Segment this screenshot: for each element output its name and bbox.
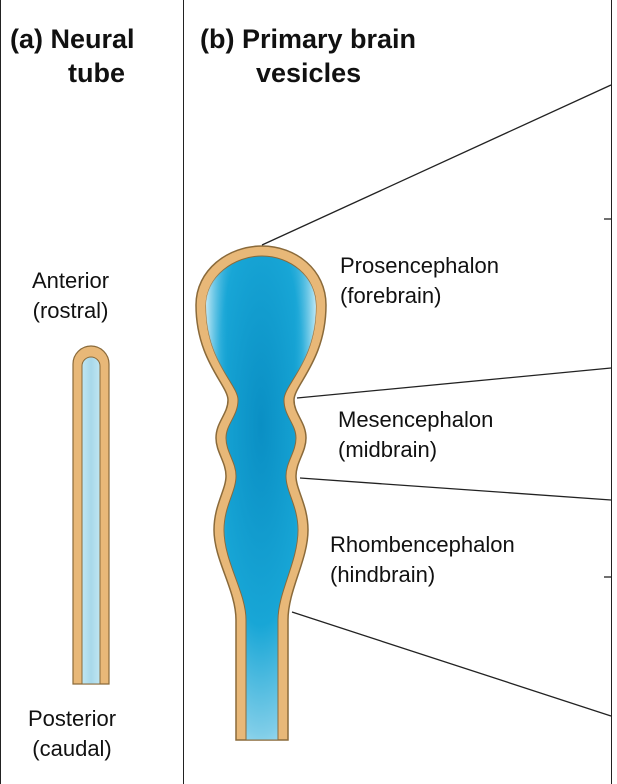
posterior-label-line1: Posterior bbox=[28, 706, 117, 731]
panel-a-heading: (a) Neural tube bbox=[10, 22, 180, 90]
mesencephalon-label: Mesencephalon (midbrain) bbox=[338, 405, 493, 465]
prosencephalon-common: (forebrain) bbox=[340, 283, 442, 308]
left-border bbox=[0, 0, 1, 784]
panel-b-heading-line2: vesicles bbox=[256, 58, 362, 88]
projection-line-midbrain-bottom bbox=[299, 477, 612, 501]
neural-tube bbox=[72, 345, 110, 685]
mesencephalon-name: Mesencephalon bbox=[338, 407, 494, 432]
panel-divider-a-b bbox=[183, 0, 184, 784]
divider-ticks bbox=[604, 218, 611, 578]
prosencephalon-label: Prosencephalon (forebrain) bbox=[340, 251, 499, 311]
vesicle-lumen-highlight bbox=[206, 256, 316, 740]
panel-a-heading-line2: tube bbox=[68, 58, 125, 88]
prosencephalon-name: Prosencephalon bbox=[340, 253, 500, 278]
panel-b-heading-line1: (b) Primary brain bbox=[200, 24, 417, 54]
panel-divider-b-c bbox=[611, 0, 612, 784]
posterior-label: Posterior (caudal) bbox=[28, 704, 116, 764]
mesencephalon-common: (midbrain) bbox=[338, 437, 438, 462]
anterior-label-line2: (rostral) bbox=[32, 298, 109, 323]
projection-line-forebrain-bottom bbox=[296, 367, 612, 399]
panel-a-heading-line1: (a) Neural bbox=[10, 24, 135, 54]
rhombencephalon-label: Rhombencephalon (hindbrain) bbox=[330, 530, 515, 590]
anterior-label-line1: Anterior bbox=[32, 268, 110, 293]
posterior-label-line2: (caudal) bbox=[32, 736, 112, 761]
anterior-label: Anterior (rostral) bbox=[32, 266, 109, 326]
brain-vesicles bbox=[195, 245, 327, 741]
panel-b-heading: (b) Primary brain vesicles bbox=[200, 22, 600, 90]
neural-tube-lumen bbox=[81, 356, 101, 685]
projection-line-forebrain-top bbox=[261, 84, 612, 246]
rhombencephalon-name: Rhombencephalon bbox=[330, 532, 515, 557]
rhombencephalon-common: (hindbrain) bbox=[330, 562, 436, 587]
projection-line-hindbrain-bottom bbox=[291, 611, 612, 717]
projection-lines bbox=[261, 84, 612, 717]
